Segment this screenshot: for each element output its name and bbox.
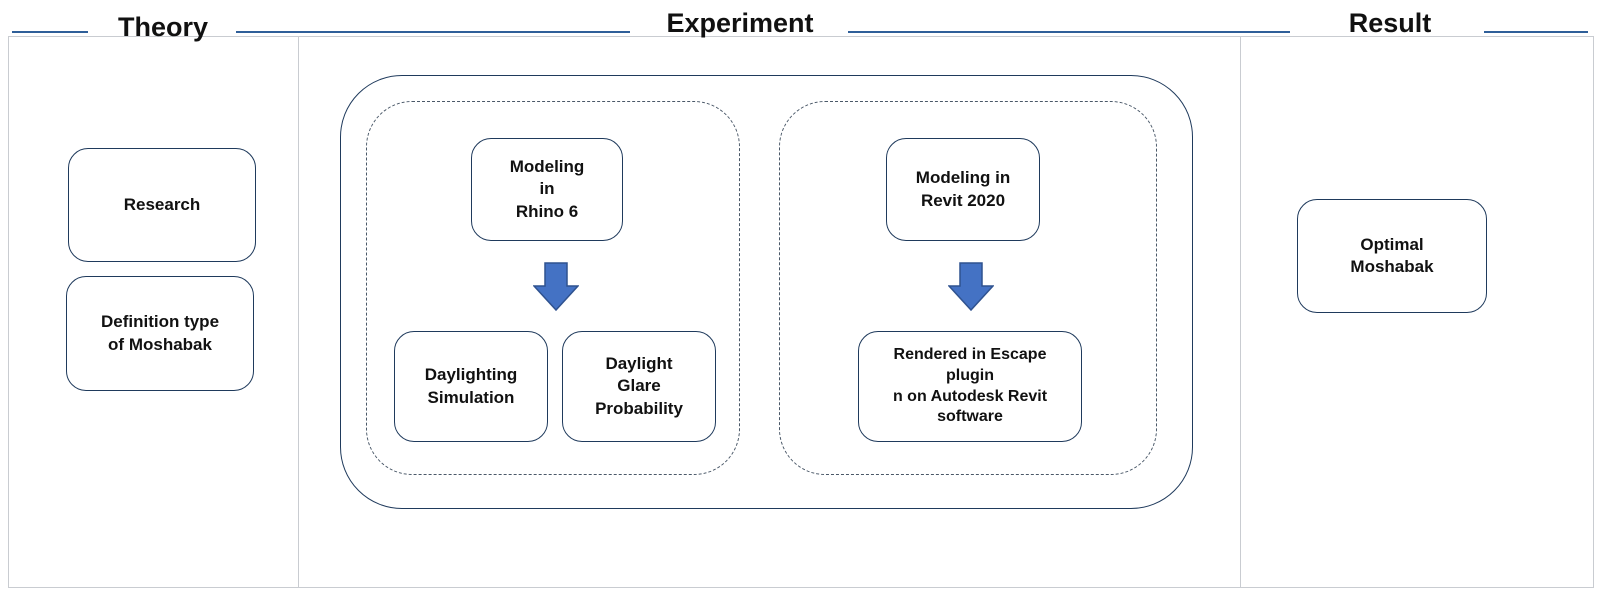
box-label: Rendered in Escape plugin n on Autodesk … [892,345,1048,426]
box-label: Modeling in Revit 2020 [915,168,1011,210]
rhino-dashed-group [366,101,740,475]
column-divider-theory-experiment [298,36,299,588]
diagram-frame [8,36,1594,588]
section-title-experiment: Experiment [666,8,814,38]
header-line [848,31,1290,33]
box-label: Daylight Glare Probability [595,354,683,418]
daylighting-simulation-box: Daylighting Simulation [394,331,548,442]
experiment-group [340,75,1193,509]
down-arrow-icon [948,262,994,312]
column-divider-experiment-result [1240,36,1241,588]
box-label: Definition type of Moshabak [100,312,220,354]
section-title-theory: Theory [117,12,209,42]
down-arrow-icon [533,262,579,312]
rendered-escape-box: Rendered in Escape plugin n on Autodesk … [858,331,1082,442]
box-label: Optimal Moshabak [1350,234,1434,276]
header-line [236,31,630,33]
box-label: Daylighting Simulation [424,365,518,407]
revit-dashed-group [779,101,1157,475]
header-line [12,31,88,33]
modeling-rhino-box: Modeling in Rhino 6 [471,138,623,241]
modeling-revit-box: Modeling in Revit 2020 [886,138,1040,241]
header-line [1484,31,1588,33]
box-label: Modeling in Rhino 6 [509,157,585,221]
daylight-glare-probability-box: Daylight Glare Probability [562,331,716,442]
theory-box-definition: Definition type of Moshabak [66,276,254,391]
theory-box-research: Research [68,148,256,262]
box-label: Research [123,194,201,214]
result-box-optimal-moshabak: Optimal Moshabak [1297,199,1487,313]
section-title-result: Result [1348,8,1432,38]
